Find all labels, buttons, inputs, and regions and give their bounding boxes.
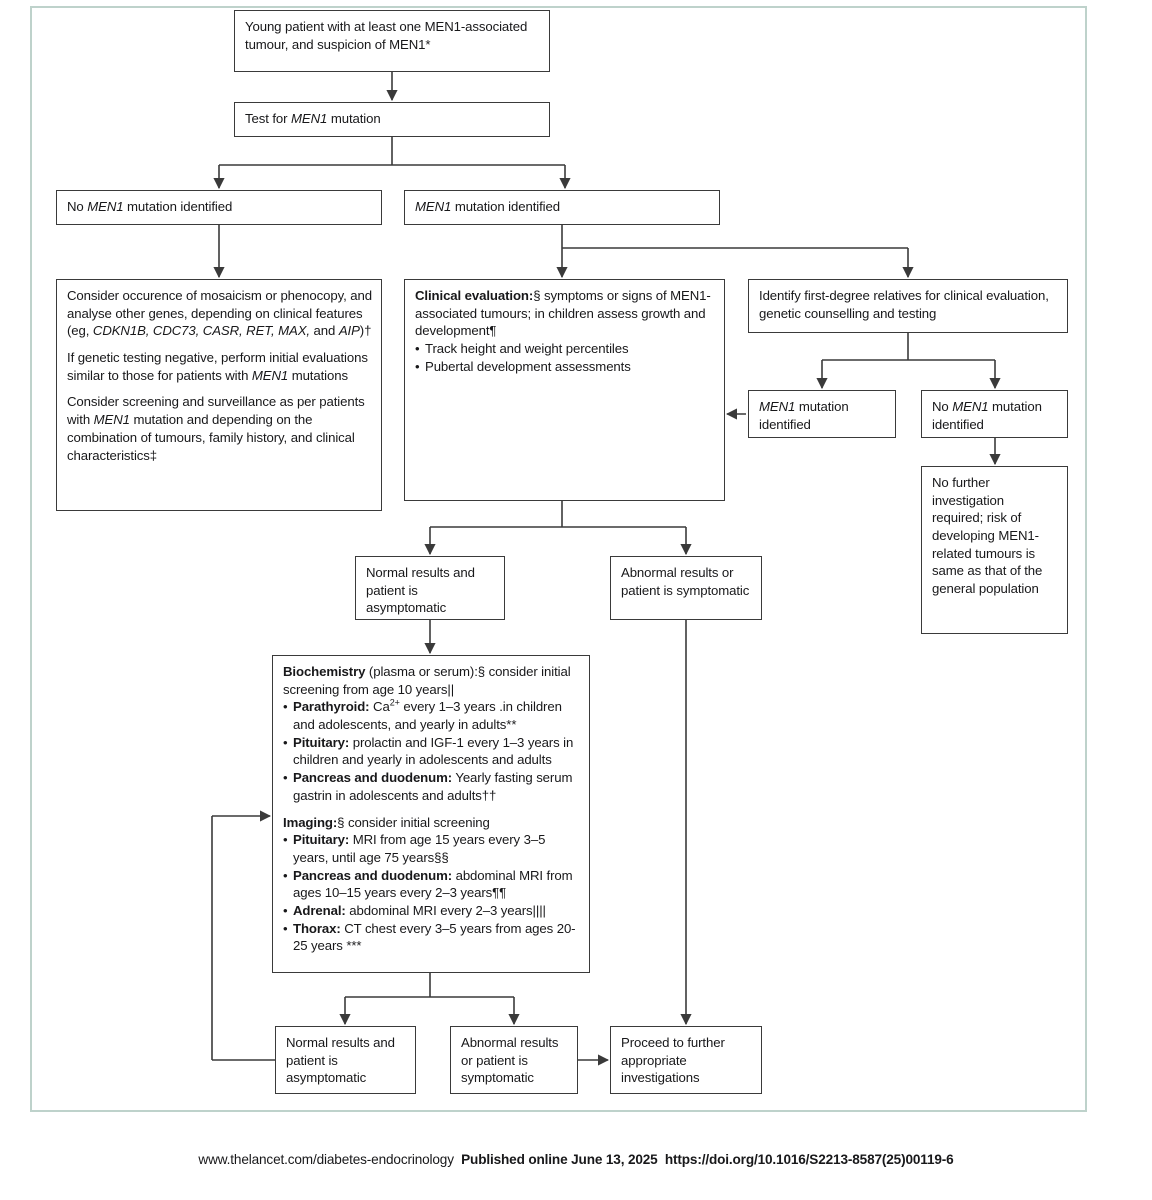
imaging-heading-rest: § consider initial screening	[337, 814, 490, 830]
consider-p3-gene: MEN1	[93, 412, 130, 428]
biochem-b2-texta: Yearly fasting serum gastrin in adolesce…	[293, 770, 573, 803]
biochem-b0-sup: 2+	[389, 697, 400, 708]
biochem-heading: Biochemistry	[283, 664, 366, 679]
imaging-heading: Imaging:	[283, 814, 338, 830]
consider-p1c: )†	[359, 323, 372, 339]
clineval-bullet-0: Track height and weight percentiles	[425, 341, 629, 357]
biochem-b0-textb: every 1–3 years .in children and adolesc…	[293, 699, 562, 733]
node-no-mutation-identified: No MEN1 mutation identified	[56, 190, 382, 225]
identify-line2: genetic counselling and testing	[759, 305, 937, 321]
clineval-bullet: Track height and weight percentiles	[415, 340, 715, 358]
mut-gene: MEN1	[415, 199, 452, 214]
identify-line1: Identify first-degree relatives for clin…	[759, 288, 1049, 303]
relmut-gene: MEN1	[759, 399, 796, 414]
biochem-b1-texta: prolactin and IGF-1 every 1–3 years in c…	[293, 734, 574, 768]
mut-post: mutation identified	[451, 199, 560, 214]
norm1-text: Normal results and patient is asymptomat…	[366, 565, 475, 616]
biochem-b1-label: Pituitary:	[293, 734, 350, 750]
node-abnormal-results-screening: Abnormal results or patient is symptomat…	[450, 1026, 578, 1094]
consider-p2-gene: MEN1	[251, 367, 289, 383]
consider-p2a: If genetic testing negative, perform ini…	[67, 350, 368, 383]
imaging-bullet: Pancreas and duodenum: abdominal MRI fro…	[283, 867, 580, 902]
node-test-for-mutation: Test for MEN1 mutation	[234, 102, 550, 137]
relmut-rest: mutation identified	[759, 399, 849, 432]
imaging-b3-text: CT chest every 3–5 years from ages 20-25…	[293, 920, 576, 954]
consider-p3a: Consider screening and surveillance as p…	[67, 394, 365, 428]
footer-doi[interactable]: https://doi.org/10.1016/S2213-8587(25)00…	[664, 1152, 954, 1167]
node-mutation-identified: MEN1 mutation identified	[404, 190, 720, 225]
imaging-b2-label: Adrenal:	[293, 902, 346, 918]
imaging-bullet: Pituitary: MRI from age 15 years every 3…	[283, 831, 580, 866]
node-young-patient: Young patient with at least one MEN1-ass…	[234, 10, 550, 72]
proceed-text: Proceed to further appropriate investiga…	[621, 1035, 725, 1086]
nomut-pre: No	[67, 199, 88, 214]
node-relative-no-mutation: No MEN1 mutation identified	[921, 390, 1068, 438]
consider-p2b: mutations	[288, 367, 348, 383]
footer-citation: www.thelancet.com/diabetes-endocrinology…	[0, 1152, 1152, 1167]
norm2-text: Normal results and patient is asymptomat…	[286, 1035, 395, 1086]
node-consider-mosaicism: Consider occurence of mosaicism or pheno…	[56, 279, 382, 511]
nomut-gene: MEN1	[87, 199, 124, 214]
imaging-bullet: Thorax: CT chest every 3–5 years from ag…	[283, 920, 580, 955]
abn2-text: Abnormal results or patient is symptomat…	[461, 1035, 559, 1086]
biochem-bullet-list: Parathyroid: Ca2+ every 1–3 years .in ch…	[283, 698, 580, 804]
test-post: mutation	[327, 111, 381, 126]
clineval-heading: Clinical evaluation:	[415, 288, 534, 303]
clineval-bullet-1: Pubertal development assessments	[425, 358, 631, 374]
node-biochemistry-imaging: Biochemistry (plasma or serum):§ conside…	[272, 655, 590, 973]
biochem-heading-rest: (plasma or serum):§ consider initial scr…	[283, 664, 571, 697]
abn1-text: Abnormal results or patient is symptomat…	[621, 565, 750, 598]
consider-p1b: and	[309, 323, 339, 339]
footer-url[interactable]: www.thelancet.com/diabetes-endocrinology	[198, 1152, 454, 1167]
consider-p1a: Consider occurence of mosaicism or pheno…	[67, 288, 372, 339]
relnomut-pre: No	[932, 399, 953, 414]
imaging-b3-label: Thorax:	[293, 920, 341, 936]
imaging-b1-text: abdominal MRI from ages 10–15 years ever…	[293, 867, 573, 901]
consider-p1-genes: CDKN1B, CDC73, CASR, RET, MAX,	[92, 323, 310, 339]
imaging-b2-text: abdominal MRI every 2–3 years||||	[345, 902, 546, 918]
consider-p3b: mutation and depending on the combinatio…	[67, 412, 355, 463]
node-normal-results-screening: Normal results and patient is asymptomat…	[275, 1026, 416, 1094]
biochem-b0-texta: Ca	[369, 699, 390, 715]
node-proceed-investigations: Proceed to further appropriate investiga…	[610, 1026, 762, 1094]
nofurther-text: No further investigation required; risk …	[932, 475, 1043, 597]
biochem-b2-label: Pancreas and duodenum:	[293, 770, 453, 786]
imaging-bullet: Adrenal: abdominal MRI every 2–3 years||…	[283, 902, 580, 920]
node-normal-results-clinical: Normal results and patient is asymptomat…	[355, 556, 505, 620]
footer-published: Published online June 13, 2025	[461, 1152, 658, 1167]
biochem-b0-label: Parathyroid:	[293, 699, 370, 715]
imaging-b1-label: Pancreas and duodenum:	[293, 867, 453, 883]
test-pre: Test for	[245, 111, 292, 126]
imaging-b0-text: MRI from age 15 years every 3–5 years, u…	[293, 832, 546, 865]
node-relative-mutation-identified: MEN1 mutation identified	[748, 390, 896, 438]
imaging-bullet-list: Pituitary: MRI from age 15 years every 3…	[283, 831, 580, 955]
clineval-heading-rest: § symptoms or signs of MEN1-associated t…	[415, 288, 711, 339]
biochem-bullet: Pancreas and duodenum: Yearly fasting se…	[283, 769, 580, 804]
biochem-bullet: Parathyroid: Ca2+ every 1–3 years .in ch…	[283, 698, 580, 733]
clineval-bullet: Pubertal development assessments	[415, 358, 715, 376]
node-abnormal-results-clinical: Abnormal results or patient is symptomat…	[610, 556, 762, 620]
consider-p1-gene2: AIP	[338, 323, 360, 339]
node-no-further-investigation: No further investigation required; risk …	[921, 466, 1068, 634]
imaging-b0-label: Pituitary:	[293, 832, 350, 848]
node-clinical-evaluation: Clinical evaluation:§ symptoms or signs …	[404, 279, 725, 501]
test-gene: MEN1	[291, 111, 328, 126]
young-patient-line1: Young patient with at least one MEN1-ass…	[245, 19, 528, 34]
relnomut-rest: mutation identified	[932, 399, 1042, 432]
biochem-bullet: Pituitary: prolactin and IGF-1 every 1–3…	[283, 734, 580, 769]
node-identify-relatives: Identify first-degree relatives for clin…	[748, 279, 1068, 333]
relnomut-gene: MEN1	[952, 399, 989, 414]
young-patient-line2: tumour, and suspicion of MEN1*	[245, 36, 431, 52]
nomut-post: mutation identified	[123, 199, 233, 214]
